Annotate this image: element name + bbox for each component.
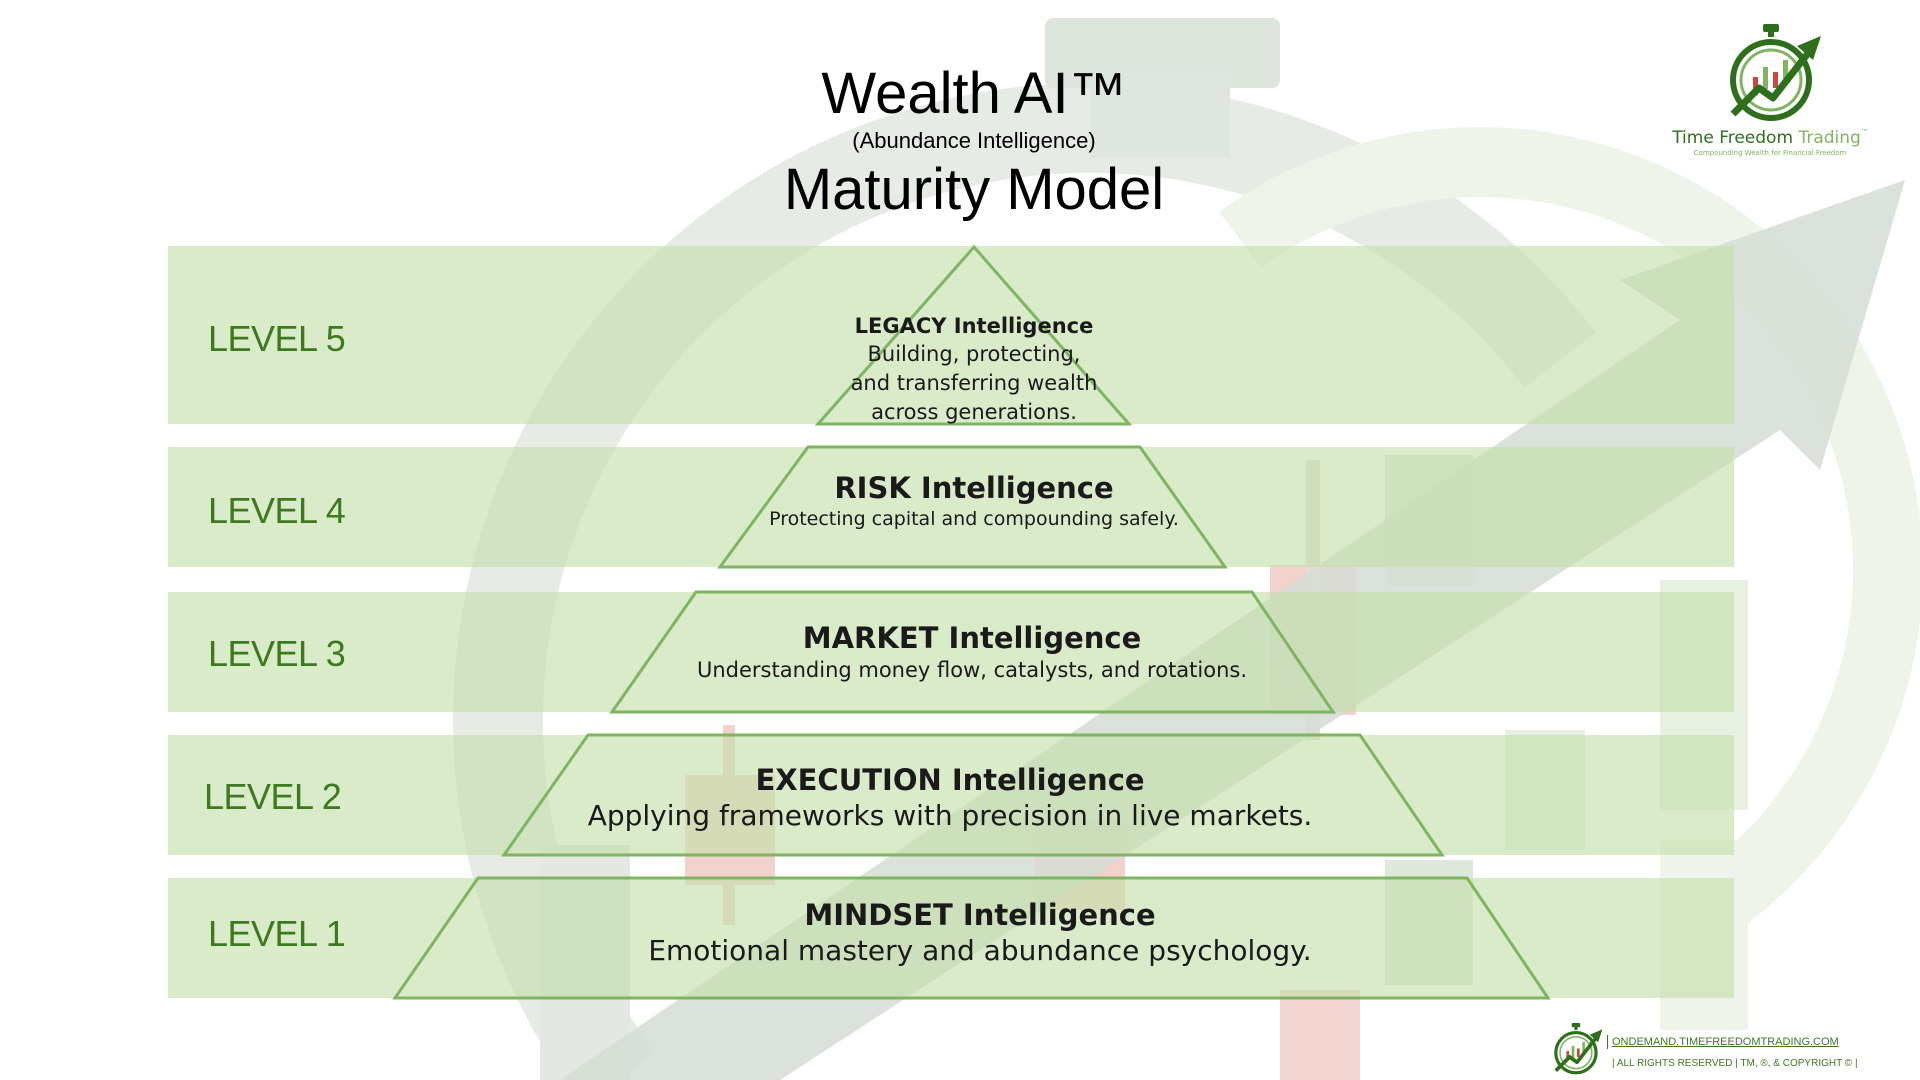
tier-3-text: MARKET Intelligence Understanding money … — [672, 620, 1272, 684]
tier-3-desc-line-1: Understanding money flow, catalysts, and… — [696, 658, 1248, 682]
level-1-label: LEVEL 1 — [208, 913, 346, 954]
tier-4-desc-line-1: Protecting capital and compounding safel… — [769, 508, 1179, 530]
page-title-model: Maturity Model — [783, 157, 1165, 222]
level-5-band — [168, 246, 1734, 424]
tier-1-title: MINDSET Intelligence — [804, 898, 1156, 932]
level-1-band — [168, 878, 1734, 998]
tier-4-title: RISK Intelligence — [834, 471, 1114, 505]
footer-divider — [1607, 1035, 1608, 1049]
pyramid-tier-5-shape — [814, 244, 1133, 426]
tier-2-desc-line-1: Applying frameworks with precision in li… — [587, 799, 1313, 832]
trademark-mark: ™ — [1860, 128, 1868, 136]
level-3-label: LEVEL 3 — [208, 633, 346, 674]
level-4-band — [168, 447, 1734, 567]
footer-url-link[interactable]: ONDEMAND.TIMEFREEDOMTRADING.COM — [1612, 1036, 1839, 1048]
tier-5-desc-line-1: Building, protecting, — [867, 342, 1081, 366]
level-3-band — [168, 592, 1734, 712]
brand-tagline: Compounding Wealth for Financial Freedom — [1693, 149, 1847, 157]
stopwatch-chart-arrow-icon — [1730, 24, 1821, 121]
footer: ONDEMAND.TIMEFREEDOMTRADING.COM | ALL RI… — [1550, 1022, 1890, 1078]
tier-5-title: LEGACY Intelligence — [854, 314, 1094, 338]
brand-logo: Time Freedom Trading™ Compounding Wealth… — [1665, 22, 1875, 162]
tier-2-text: EXECUTION Intelligence Applying framewor… — [560, 762, 1340, 834]
level-2-band — [168, 735, 1734, 855]
pyramid-tier-1-shape — [392, 876, 1551, 1000]
level-2-label: LEVEL 2 — [204, 776, 342, 817]
tier-5-desc-line-3: across generations. — [871, 400, 1077, 424]
footer-rights-text: | ALL RIGHTS RESERVED | TM, ®, & COPYRIG… — [1612, 1058, 1858, 1069]
watermark-stopwatch-stem — [1090, 70, 1230, 158]
tier-5-text: LEGACY Intelligence Building, protecting… — [774, 312, 1174, 427]
brand-name-light: Trading — [1798, 128, 1861, 148]
pyramid-tier-2-shape — [501, 733, 1445, 857]
level-4-label: LEVEL 4 — [208, 490, 346, 531]
pyramid-tier-4-shape — [717, 445, 1228, 569]
tier-1-text: MINDSET Intelligence Emotional mastery a… — [580, 897, 1380, 969]
tier-2-title: EXECUTION Intelligence — [755, 763, 1145, 797]
level-5-label: LEVEL 5 — [208, 318, 346, 359]
tier-4-text: RISK Intelligence Protecting capital and… — [724, 470, 1224, 532]
pyramid-tier-3-shape — [609, 590, 1336, 714]
stopwatch-chart-arrow-icon — [1554, 1023, 1603, 1075]
brand-name-bold: Time Freedom — [1672, 128, 1794, 148]
brand-name: Time Freedom Trading™ — [1665, 128, 1875, 148]
tier-3-title: MARKET Intelligence — [802, 621, 1142, 655]
title-block: Wealth AI™ (Abundance Intelligence) Matu… — [0, 60, 1920, 224]
tier-1-desc-line-1: Emotional mastery and abundance psycholo… — [648, 934, 1312, 967]
tier-5-desc-line-2: and transferring wealth — [850, 371, 1098, 395]
page-title: Wealth AI™ — [821, 61, 1127, 126]
page-subtitle: (Abundance Intelligence) — [852, 128, 1096, 153]
watermark-candle — [1280, 990, 1360, 1080]
